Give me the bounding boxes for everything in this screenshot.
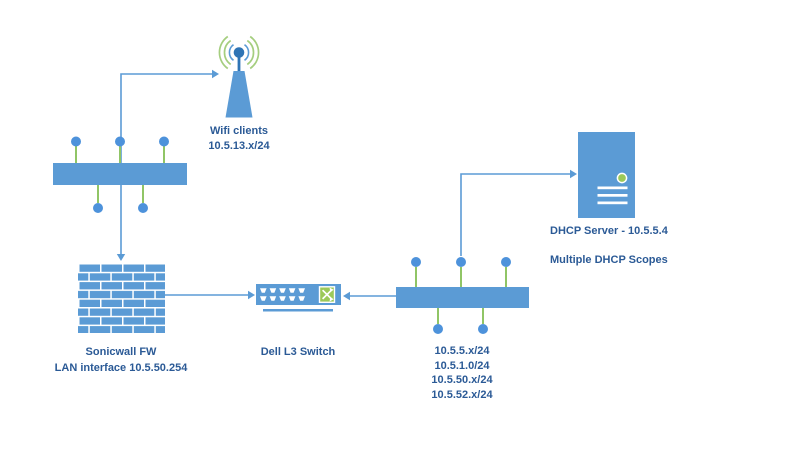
port-node [456,257,466,267]
firewall-icon [78,263,165,333]
wifi-arc-right-inner [243,44,250,61]
subnet-item: 10.5.52.x/24 [431,388,493,401]
port-node [93,203,103,213]
firewall-detail: LAN interface 10.5.50.254 [54,361,188,374]
server-power-led [616,172,628,184]
wifi-arc-left-middle [223,39,232,66]
dhcp-server-icon [578,132,635,218]
wifi-arc-left-inner [228,44,235,61]
wifi-arc-left-outer [218,35,229,70]
brick-wall [78,263,165,333]
wifi-clients-label: Wifi clients 10.5.13.x/24 [169,124,309,154]
wifi-clients-subnet: 10.5.13.x/24 [208,140,270,152]
subnet-item: 10.5.1.0/24 [434,359,490,372]
dhcp-server-detail: Multiple DHCP Scopes [550,254,668,266]
core-switch-subnets-label: 10.5.5.x/24 10.5.1.0/24 10.5.50.x/24 10.… [401,344,523,402]
connector-core-switch-to-dhcp-server [460,169,577,256]
switch-bar [396,287,529,308]
port-node [159,136,169,147]
dell-switch-label: Dell L3 Switch [228,345,368,360]
port-node [115,136,125,147]
server-vent-line [597,186,628,190]
routing-icon [318,286,336,303]
wifi-arc-right-outer [249,35,260,70]
arrowhead-to-dhcp-server [570,169,577,179]
wifi-clients-name: Wifi clients [210,125,268,137]
connector-switch-to-wifi [120,69,219,163]
dell-switch-icon [256,284,341,312]
antenna-cone [225,71,253,118]
antenna-mast [237,55,241,73]
port-node [478,324,488,334]
arrowhead-to-dell-switch-left [248,290,255,300]
core-switch-icon [396,257,529,334]
port-node [138,203,148,213]
arrowhead-to-wifi [212,69,219,79]
left-switch-icon [53,136,187,213]
connector-firewall-to-dell-switch [165,290,255,300]
server-vent-line [597,194,628,197]
wifi-antenna-icon [218,35,260,118]
wifi-arc-right-middle [246,39,255,66]
subnet-item: 10.5.5.x/24 [434,345,490,357]
server-tower [578,132,635,218]
server-vent-line [597,201,628,205]
connector-core-switch-to-dell-switch [343,291,396,301]
firewall-name: Sonicwall FW [85,346,157,358]
connector-switch-to-firewall [116,185,126,261]
port-node [71,136,81,147]
port-node [411,257,421,267]
port-node [501,257,511,267]
dell-switch-name: Dell L3 Switch [260,346,336,358]
port-node [433,324,443,334]
arrowhead-to-firewall [116,254,126,261]
switch-base-line [263,309,333,312]
firewall-label: Sonicwall FW LAN interface 10.5.50.254 [31,345,211,376]
dhcp-server-name: DHCP Server - 10.5.5.4 [550,225,668,237]
arrowhead-to-dell-switch-right [343,291,350,301]
switch-bar [53,163,187,185]
antenna-head [233,47,245,58]
subnet-item: 10.5.50.x/24 [431,374,493,387]
